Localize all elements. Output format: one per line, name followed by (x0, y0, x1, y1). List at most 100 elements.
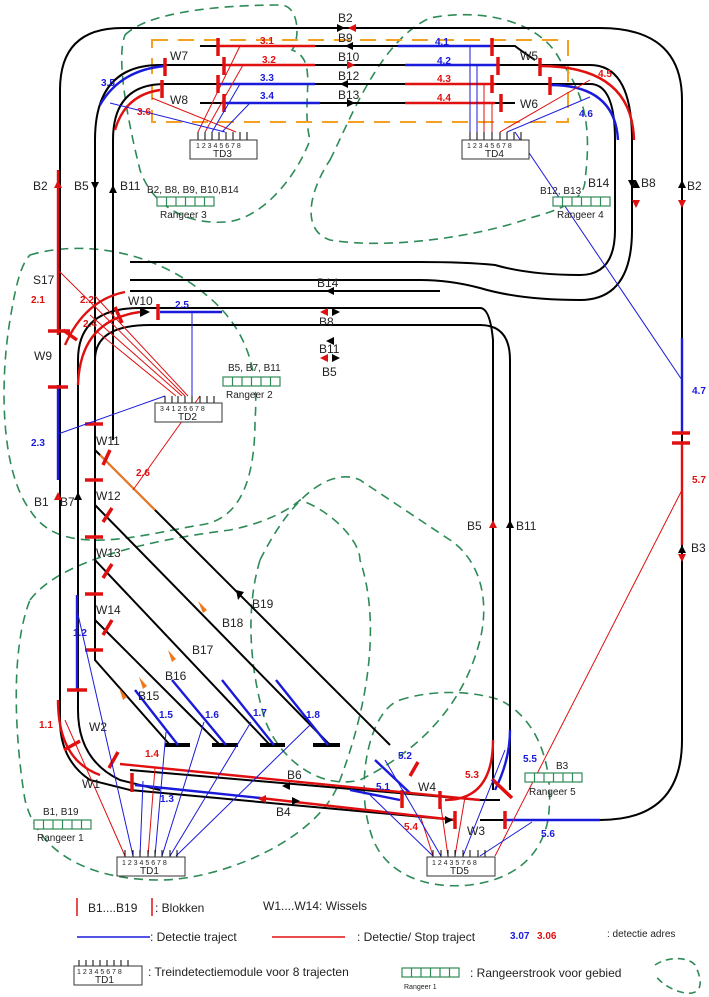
rangeer-strip-1: B1, B19 Rangeer 1 (33, 807, 92, 844)
addr-4-6: 4.6 (579, 109, 593, 120)
rangeer-strip-3: B2, B8, B9, B10,B14 Rangeer 3 (147, 185, 239, 221)
module-box (461, 139, 530, 160)
switch-label-w3: W3 (467, 824, 485, 838)
block-label-b11-left: B11 (120, 179, 141, 193)
module-pins: 1 2 3 4 5 6 7 8 (122, 860, 167, 867)
addr-2-5: 2.5 (175, 300, 189, 311)
addr-3-1: 3.1 (260, 36, 274, 47)
module-name: TD4 (485, 149, 504, 160)
block-label-b11-center: B11 (516, 519, 537, 533)
addr-3-6: 3.6 (137, 107, 151, 118)
stop-addresses: 3.1 3.2 3.6 4.3 4.4 4.5 2.1 2.2 2.4 2.6 … (31, 36, 706, 833)
rangeer-zones (3, 4, 589, 887)
orange-segment-2-6 (99, 454, 156, 511)
block-separator (107, 751, 120, 769)
arrow-left-icon (326, 337, 334, 345)
addr-5-5: 5.5 (523, 754, 537, 765)
arrow-right-icon (348, 24, 356, 32)
rangeer-strip-5: B3 Rangeer 5 (524, 761, 583, 798)
block-label-b11-mid: B11 (319, 342, 340, 356)
legend-rangeer-name: Rangeer 1 (404, 984, 437, 991)
block-label-b5-mid: B5 (322, 365, 337, 379)
direction-arrows (54, 24, 686, 824)
track-b18 (94, 504, 331, 746)
module-name: TD1 (140, 866, 159, 877)
area-box (151, 39, 569, 123)
zone-rangeer-2 (3, 247, 257, 541)
block-label-b5-center: B5 (467, 519, 482, 533)
legend-addr-label: : detectie adres (607, 929, 675, 940)
arrow-right-icon (292, 797, 300, 805)
zone-rangeer-4 (310, 13, 589, 245)
detect-4-6 (549, 83, 620, 141)
block-label-b16: B16 (165, 669, 187, 683)
block-label-b3: B3 (691, 541, 706, 555)
rangeer-blocks: B3 (556, 761, 569, 772)
stop-3-6 (113, 88, 161, 131)
addr-4-2: 4.2 (437, 56, 451, 67)
arrow-left-icon (320, 308, 328, 316)
arrow-up-icon (109, 185, 117, 193)
legend-addr-red: 3.06 (537, 931, 557, 942)
rangeer-name: Rangeer 2 (226, 390, 273, 401)
rangeer-blocks: B12, B13 (540, 186, 582, 197)
addr-5-3: 5.3 (465, 770, 479, 781)
block-label-b19: B19 (252, 597, 274, 611)
module-td2: 3 4 1 2 5 6 7 8 TD2 (154, 396, 223, 423)
arrow-up-icon (489, 520, 497, 528)
block-separator (63, 739, 81, 752)
block-label-b6: B6 (287, 768, 302, 782)
block-separator (101, 507, 114, 523)
block-label-b9: B9 (338, 31, 353, 45)
rangeer-name: Rangeer 3 (160, 210, 207, 221)
switch-label-w5: W5 (520, 49, 538, 63)
arrow-up-icon (74, 492, 82, 500)
switch-label-w10: W10 (128, 294, 153, 308)
addr-5-6: 5.6 (541, 829, 555, 840)
detect-1-3 (134, 783, 261, 800)
module-name: TD2 (178, 412, 197, 423)
block-label-b17: B17 (192, 643, 214, 657)
block-label-b15: B15 (138, 689, 160, 703)
legend-switches-label: W1....W14: Wissels (263, 899, 367, 913)
rangeer-blocks: B1, B19 (43, 807, 79, 818)
addr-2-4: 2.4 (83, 319, 97, 330)
addr-4-1: 4.1 (435, 37, 449, 48)
arrow-down-right-icon (119, 688, 127, 700)
switch-label-w4: W4 (418, 780, 436, 794)
addr-1-3: 1.3 (160, 794, 174, 805)
rangeer-strip-4: B12, B13 Rangeer 4 (540, 186, 611, 221)
detect-5-2 (374, 759, 411, 794)
block-separators (48, 38, 690, 829)
arrow-down-icon (91, 182, 99, 190)
legend-module-name: TD1 (95, 975, 114, 986)
addr-2-2: 2.2 (80, 295, 94, 306)
block-label-b1: B1 (34, 495, 49, 509)
block-label-b4: B4 (276, 805, 291, 819)
addr-5-7: 5.7 (692, 475, 706, 486)
rangeer-blocks: B5, B7, B11 (228, 363, 281, 374)
arrow-left-icon (345, 42, 353, 50)
addr-4-3: 4.3 (437, 74, 451, 85)
arrow-down-right-icon (198, 601, 207, 613)
arrow-down-icon (628, 180, 636, 188)
module-td1: 1 2 3 4 5 6 7 8 TD1 (116, 850, 186, 877)
addr-3-3: 3.3 (260, 73, 274, 84)
detect-1-5 (134, 689, 179, 746)
arrow-right-icon (347, 99, 355, 107)
legend-module-label: : Treindetectiemodule voor 8 trajecten (148, 965, 349, 979)
zone-rangeer-3 (120, 4, 311, 223)
arrow-up-icon (678, 180, 686, 188)
stop-4-5 (539, 64, 636, 141)
legend-detect-label: : Detectie traject (150, 930, 237, 944)
legend-module-pins: 1 2 3 4 5 6 7 8 (77, 969, 122, 976)
arrow-left-icon (258, 795, 266, 803)
module-name: TD5 (450, 866, 469, 877)
switch-label-w13: W13 (96, 546, 121, 560)
arrow-left-icon (320, 354, 328, 362)
arrow-right-icon (140, 307, 150, 317)
arrow-left-icon (326, 287, 334, 295)
block-label-b7: B7 (60, 495, 75, 509)
track-ladder (94, 440, 171, 746)
rangeer-name: Rangeer 4 (557, 210, 604, 221)
